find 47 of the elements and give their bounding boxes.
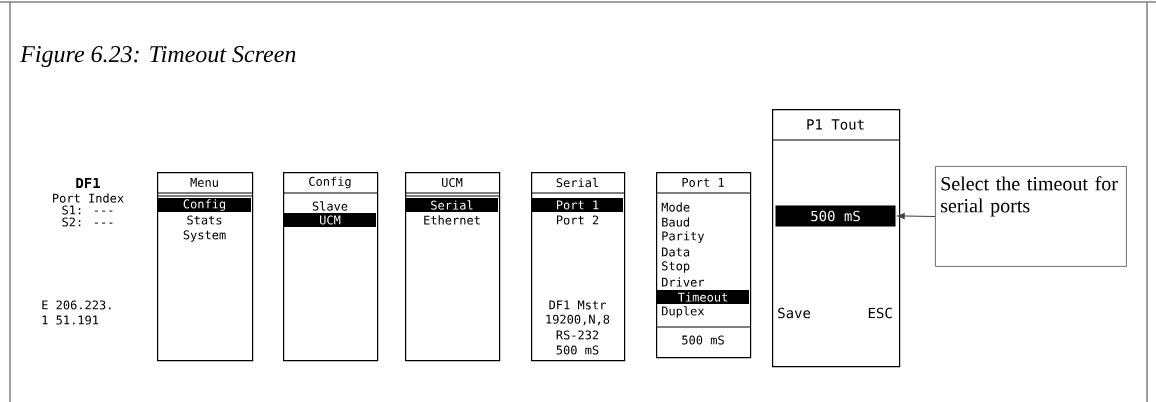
- menu-item: ESC: [868, 307, 892, 319]
- figure-title: Figure 6.23: Timeout Screen: [20, 46, 296, 68]
- menu-item: Baud: [662, 217, 689, 227]
- status-text: S1: ---: [62, 205, 113, 215]
- menu-item: Data: [662, 247, 690, 257]
- menu-item: 500 mS: [682, 335, 724, 345]
- status-text: S2: ---: [62, 217, 113, 227]
- highlighted-item: 500 mS: [775, 205, 896, 227]
- highlighted-item: Port 1: [532, 198, 623, 212]
- menu-item: Duplex: [662, 306, 705, 318]
- lcd-screen: [655, 172, 752, 359]
- menu-item: Ethernet: [424, 215, 480, 225]
- menu-item: Parity: [662, 231, 705, 243]
- menu-item: Port 2: [557, 215, 599, 225]
- highlighted-item: Timeout: [657, 290, 749, 304]
- screen-title: Config: [309, 176, 351, 189]
- highlighted-item: Config: [158, 198, 251, 212]
- menu-item: Stats: [187, 215, 222, 225]
- menu-item: Save: [778, 307, 811, 319]
- screen-title: P1 Tout: [807, 119, 864, 130]
- screen-title: Menu: [190, 178, 218, 187]
- callout-box: Select the timeout for serial ports: [935, 166, 1127, 267]
- screen-title: Port 1: [682, 178, 724, 187]
- menu-item: 19200,N,8: [546, 314, 610, 326]
- menu-item: 500 mS: [556, 345, 599, 355]
- lcd-screen: [771, 109, 901, 368]
- lcd-screen: [530, 172, 626, 362]
- lcd-screen: [282, 172, 379, 362]
- menu-item: Slave: [312, 201, 348, 211]
- status-text: DF1: [76, 177, 100, 189]
- highlighted-item: UCM: [284, 213, 376, 227]
- screen-title: Serial: [556, 177, 598, 188]
- arrow: [897, 213, 936, 220]
- lcd-screen: [404, 172, 501, 362]
- status-text: E 206.223.: [42, 300, 111, 310]
- highlighted-item: Serial: [406, 198, 498, 212]
- lcd-screen: [156, 172, 254, 362]
- menu-item: Stop: [662, 261, 690, 273]
- menu-item: DF1 Mstr: [549, 300, 606, 310]
- status-text: 1 51.191: [42, 315, 99, 325]
- status-text: Port Index: [53, 193, 124, 203]
- screen-title: UCM: [442, 177, 463, 188]
- menu-item: Driver: [662, 277, 705, 287]
- menu-item: RS-232: [556, 330, 599, 340]
- menu-item: System: [183, 230, 226, 242]
- menu-item: Mode: [661, 202, 690, 212]
- node-label: 500 mS: [811, 210, 860, 222]
